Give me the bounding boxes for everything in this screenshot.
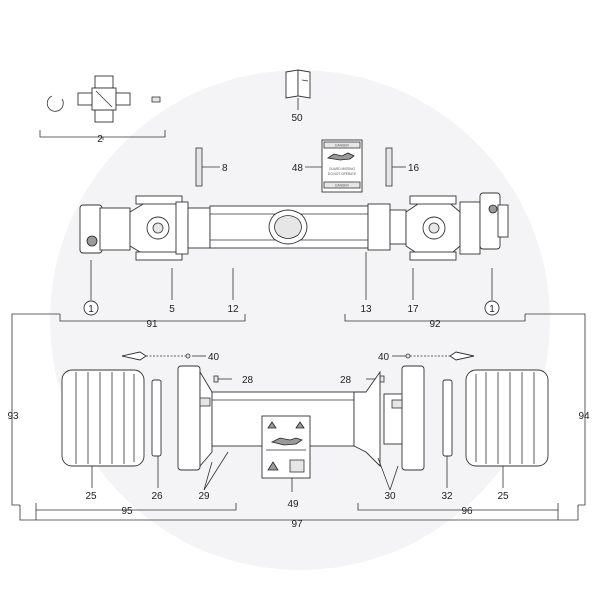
callout-49: 49	[287, 499, 299, 510]
snap-ring	[46, 95, 64, 112]
guard-cone-left	[177, 365, 213, 471]
callout-17: 17	[407, 304, 419, 315]
svg-text:DO NOT OPERATE: DO NOT OPERATE	[328, 172, 356, 176]
bracket-94	[525, 313, 586, 506]
callout-92: 92	[429, 319, 441, 330]
bearing-ring-right	[442, 379, 453, 457]
callout-1-left: 1	[88, 304, 94, 315]
guard-sticker-8	[195, 147, 203, 187]
callout-93: 93	[7, 411, 19, 422]
bellows-guard-right	[465, 369, 549, 467]
callout-2: 2	[97, 134, 103, 145]
bracket-97	[19, 505, 579, 521]
svg-text:DANGER: DANGER	[335, 184, 349, 188]
callout-5: 5	[169, 304, 175, 315]
manual-booklet	[285, 69, 311, 99]
callout-13: 13	[360, 304, 372, 315]
bearing-ring-left	[151, 379, 162, 457]
callout-30: 30	[384, 491, 396, 502]
callout-8: 8	[222, 163, 228, 174]
cross-journal-kit	[77, 75, 131, 123]
callout-97: 97	[291, 519, 303, 530]
guard-sticker-16	[385, 147, 393, 187]
bracket-92	[344, 314, 526, 322]
callout-95: 95	[121, 506, 133, 517]
guard-cone-right	[353, 365, 425, 471]
callout-40-left: 40	[208, 352, 220, 363]
bracket-91	[59, 314, 246, 322]
svg-text:GUARD MISSING: GUARD MISSING	[329, 167, 355, 171]
callout-94: 94	[578, 411, 590, 422]
callout-circle-1-right	[484, 300, 500, 316]
shaft-assembly	[79, 192, 509, 261]
bracket-2	[39, 130, 166, 138]
safety-chain-right	[405, 351, 475, 361]
callout-28-left: 28	[242, 375, 254, 386]
watermark	[50, 70, 550, 570]
callout-28-right: 28	[340, 375, 352, 386]
callout-29: 29	[198, 491, 210, 502]
callout-40-right: 40	[378, 352, 390, 363]
callout-circle-1-left	[83, 300, 99, 316]
callout-16: 16	[408, 163, 420, 174]
danger-decal-48: DANGER GUARD MISSING DO NOT OPERATE DANG…	[321, 139, 363, 193]
grease-nipple	[151, 96, 161, 103]
bracket-95	[35, 503, 237, 511]
callout-25-left: 25	[85, 491, 97, 502]
callout-1-right: 1	[489, 304, 495, 315]
bellows-guard-left	[61, 369, 145, 467]
callout-91: 91	[146, 319, 158, 330]
svg-text:DANGER: DANGER	[335, 144, 349, 148]
callout-96: 96	[461, 506, 473, 517]
callout-50: 50	[291, 113, 303, 124]
callout-32: 32	[441, 491, 453, 502]
callout-25-right: 25	[497, 491, 509, 502]
bracket-93	[11, 313, 60, 506]
callout-12: 12	[227, 304, 239, 315]
danger-decal-49	[261, 415, 311, 479]
callout-26: 26	[151, 491, 163, 502]
safety-chain-left	[121, 351, 191, 361]
screw-left	[213, 375, 232, 383]
bracket-96	[357, 503, 559, 511]
callout-48: 48	[292, 163, 304, 174]
